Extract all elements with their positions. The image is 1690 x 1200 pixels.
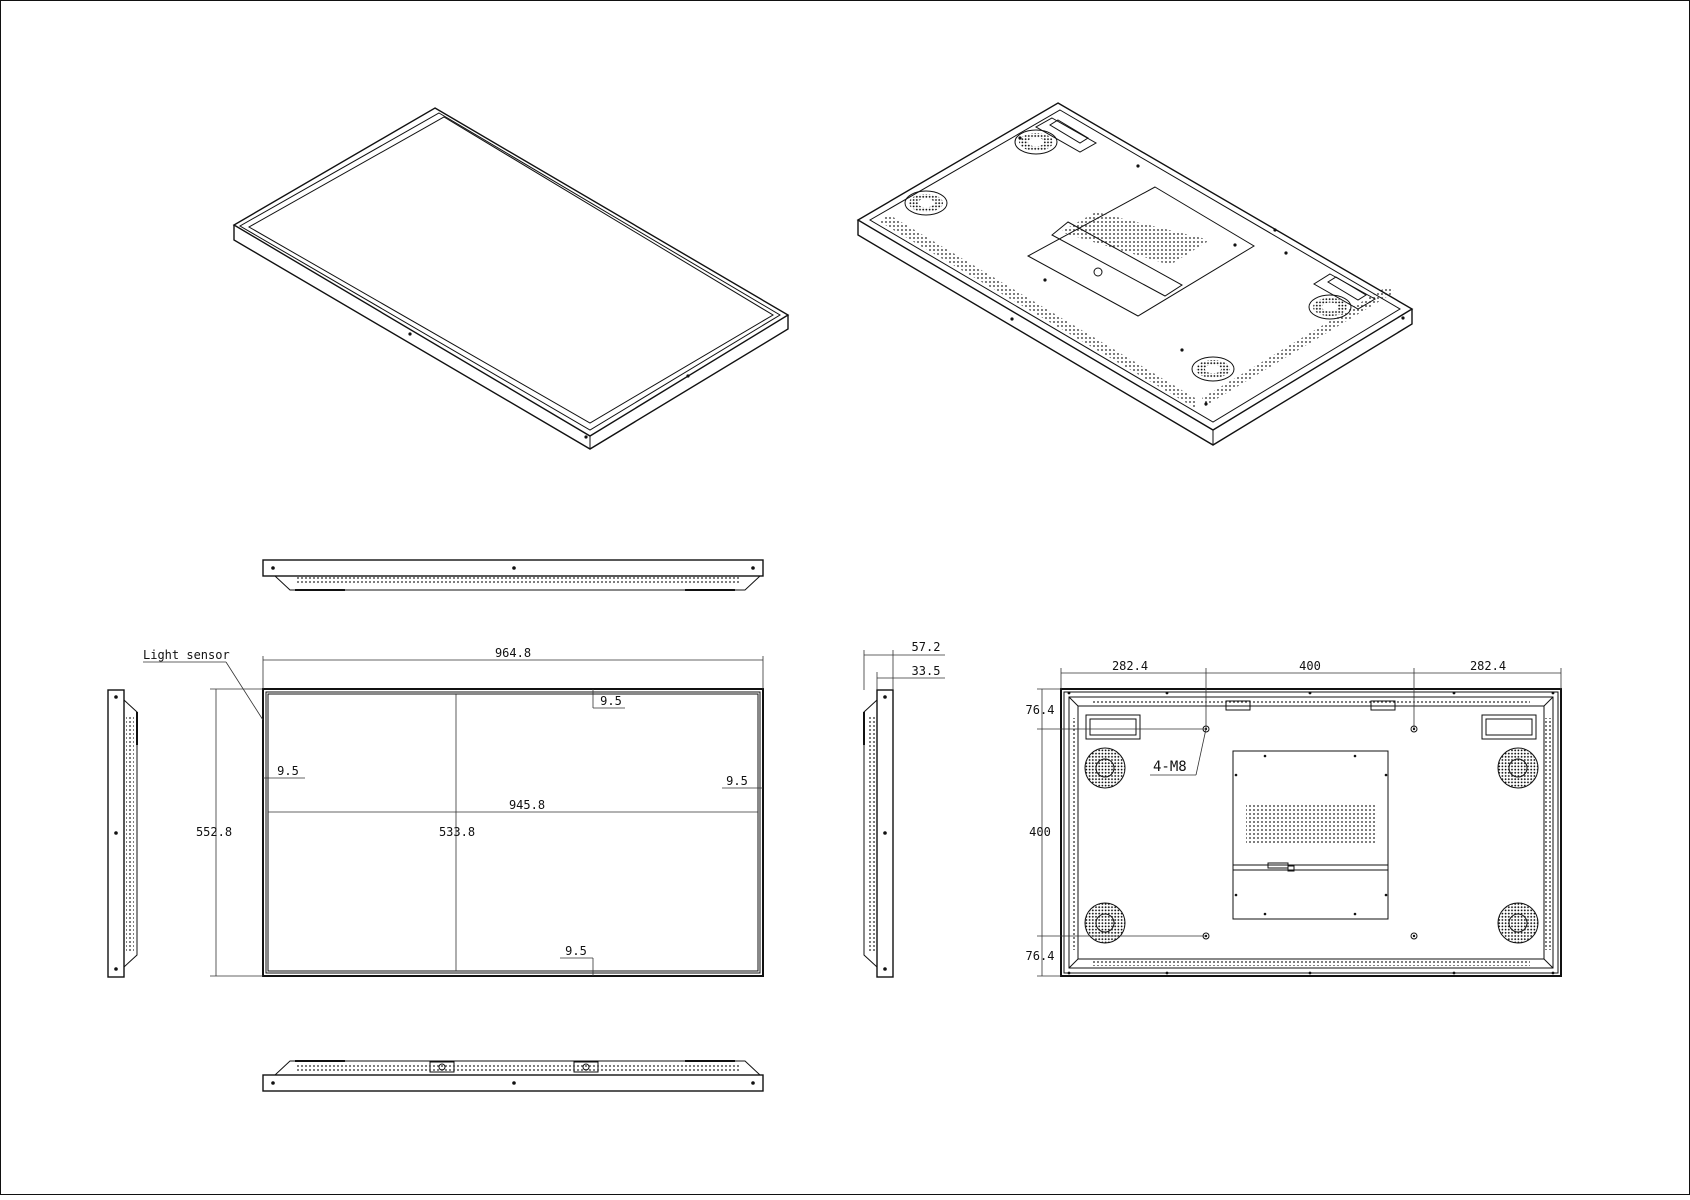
- bezel-left-dimension: 9.5: [277, 764, 299, 778]
- depth-total-dimension: 57.2: [912, 640, 941, 654]
- handle-cutout: [1034, 117, 1098, 153]
- right-side-view: [863, 650, 945, 978]
- light-sensor-label: Light sensor: [143, 648, 230, 662]
- bezel-right-dimension: 9.5: [726, 774, 748, 788]
- handle-cutout: [1085, 714, 1141, 740]
- bezel-top-dimension: 9.5: [600, 694, 622, 708]
- rear-view: [1037, 668, 1562, 977]
- rear-fan-icon: [1014, 129, 1058, 155]
- isometric-rear-view: [856, 102, 1414, 446]
- rear-fan-icon: [1497, 902, 1539, 944]
- top-edge-view: [262, 559, 764, 591]
- handle-cutout: [1313, 273, 1377, 310]
- left-side-view: [107, 689, 138, 978]
- handle-cutout: [1481, 714, 1537, 740]
- bezel-bottom-dimension: 9.5: [565, 944, 587, 958]
- rear-fan-icon: [1497, 747, 1539, 789]
- depth-body-dimension: 33.5: [912, 664, 941, 678]
- bottom-edge-view: [262, 1060, 764, 1092]
- front-height-dimension: 552.8: [196, 825, 232, 839]
- front-view: [143, 656, 764, 977]
- rear-fan-icon: [904, 190, 948, 216]
- rear-fan-icon: [1308, 294, 1352, 320]
- electronics-panel: [1232, 750, 1389, 920]
- active-width-dimension: 945.8: [509, 798, 545, 812]
- mount-hole-icon: [1410, 932, 1418, 940]
- mount-holes-label: 4-M8: [1153, 759, 1187, 775]
- side-grille-band: [880, 214, 1195, 408]
- rear-right-offset-dimension: 282.4: [1470, 659, 1506, 673]
- rear-fan-icon: [1084, 747, 1126, 789]
- active-height-dimension: 533.8: [439, 825, 475, 839]
- rear-fan-icon: [1084, 902, 1126, 944]
- rear-top-offset-dimension: 76.4: [1026, 703, 1055, 717]
- rear-vesa-height-dimension: 400: [1029, 825, 1051, 839]
- rear-left-offset-dimension: 282.4: [1112, 659, 1148, 673]
- front-width-dimension: 964.8: [495, 646, 531, 660]
- rear-fan-icon: [1191, 356, 1235, 382]
- rear-vesa-width-dimension: 400: [1299, 659, 1321, 673]
- isometric-front-view: [232, 107, 790, 450]
- rear-bottom-offset-dimension: 76.4: [1026, 949, 1055, 963]
